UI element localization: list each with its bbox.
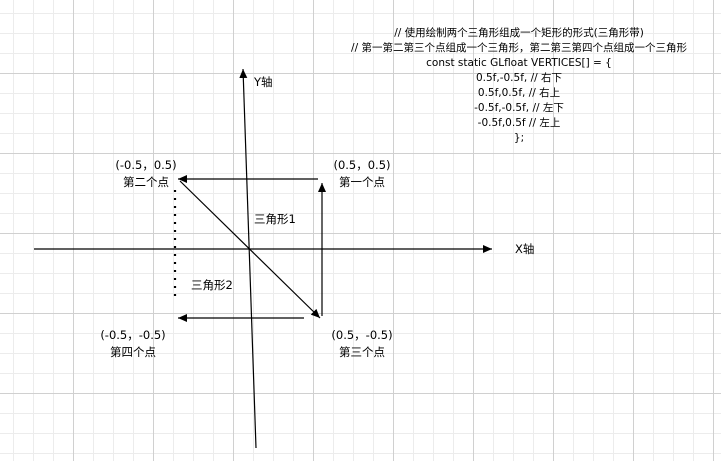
- triangle-1-label: 三角形1: [254, 212, 296, 226]
- code-line: -0.5f,0.5f // 左上: [478, 116, 561, 129]
- point-4-coord: (-0.5，-0.5): [100, 328, 165, 342]
- point-4: (-0.5，-0.5) 第四个点: [100, 328, 165, 359]
- point-3-name: 第三个点: [339, 345, 385, 359]
- edge-point2-to-point3: [179, 180, 321, 319]
- code-line: 0.5f,0.5f, // 右上: [478, 86, 560, 99]
- point-3-coord: (0.5，-0.5): [331, 328, 392, 342]
- code-line: const static GLfloat VERTICES[] = {: [426, 57, 612, 69]
- x-axis-label: X轴: [515, 242, 534, 256]
- point-1: (0.5，0.5) 第一个点: [333, 158, 390, 189]
- triangle-2-label: 三角形2: [191, 278, 233, 292]
- point-1-coord: (0.5，0.5): [333, 158, 390, 172]
- point-2: (-0.5，0.5) 第二个点: [115, 158, 176, 189]
- point-2-coord: (-0.5，0.5): [115, 158, 176, 172]
- code-line: // 第一第二第三个点组成一个三角形，第二第三第四个点组成一个三角形: [351, 41, 687, 54]
- point-2-name: 第二个点: [123, 175, 169, 189]
- code-line: };: [514, 132, 524, 144]
- code-line: // 使用绘制两个三角形组成一个矩形的形式(三角形带): [394, 26, 644, 39]
- code-block: // 使用绘制两个三角形组成一个矩形的形式(三角形带) // 第一第二第三个点组…: [351, 26, 687, 144]
- point-3: (0.5，-0.5) 第三个点: [331, 328, 392, 359]
- y-axis-label: Y轴: [253, 75, 273, 89]
- point-4-name: 第四个点: [110, 345, 156, 359]
- y-axis: [239, 68, 257, 449]
- code-line: 0.5f,-0.5f, // 右下: [476, 71, 562, 84]
- code-line: -0.5f,-0.5f, // 左下: [474, 101, 564, 114]
- point-1-name: 第一个点: [339, 175, 385, 189]
